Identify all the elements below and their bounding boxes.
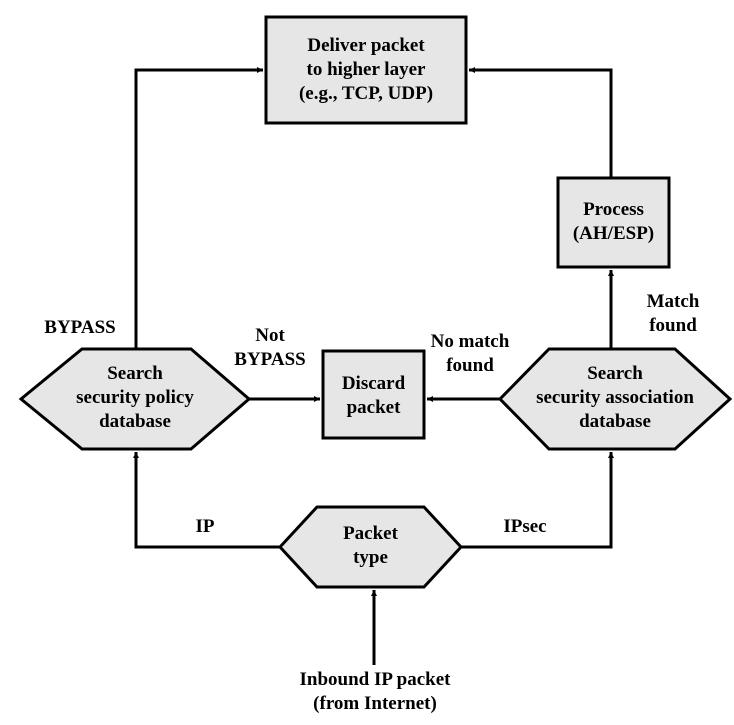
inbound-label: Inbound IP packet (from Internet) [299, 669, 451, 714]
discard-box [321, 349, 426, 440]
edge-label-not-bypass: Not BYPASS [234, 325, 306, 370]
arrow-process-to-deliver [469, 67, 613, 178]
arrow-bypass-to-deliver [134, 67, 263, 349]
spd-label: Search security policy database [76, 363, 194, 432]
process-box [556, 176, 671, 269]
edge-label-match: Match found [646, 291, 700, 336]
discard-label: Discard packet [341, 373, 406, 418]
arrow-ipsec-to-sad [461, 452, 614, 549]
arrow-ip-to-spd [133, 452, 280, 549]
edge-label-bypass: BYPASS [44, 317, 116, 338]
edge-label-ip: IP [195, 516, 215, 537]
edge-label-no-match: No match found [430, 331, 510, 376]
deliver-box [264, 15, 468, 125]
edge-label-ipsec: IPsec [503, 516, 547, 537]
sad-label: Search security association database [536, 363, 694, 432]
sad-hexagon [497, 347, 733, 451]
packet-type-label: Packet type [343, 523, 398, 568]
deliver-label: Deliver packet to higher layer (e.g., TC… [298, 35, 434, 104]
process-label: Process (AH/ESP) [572, 199, 655, 244]
